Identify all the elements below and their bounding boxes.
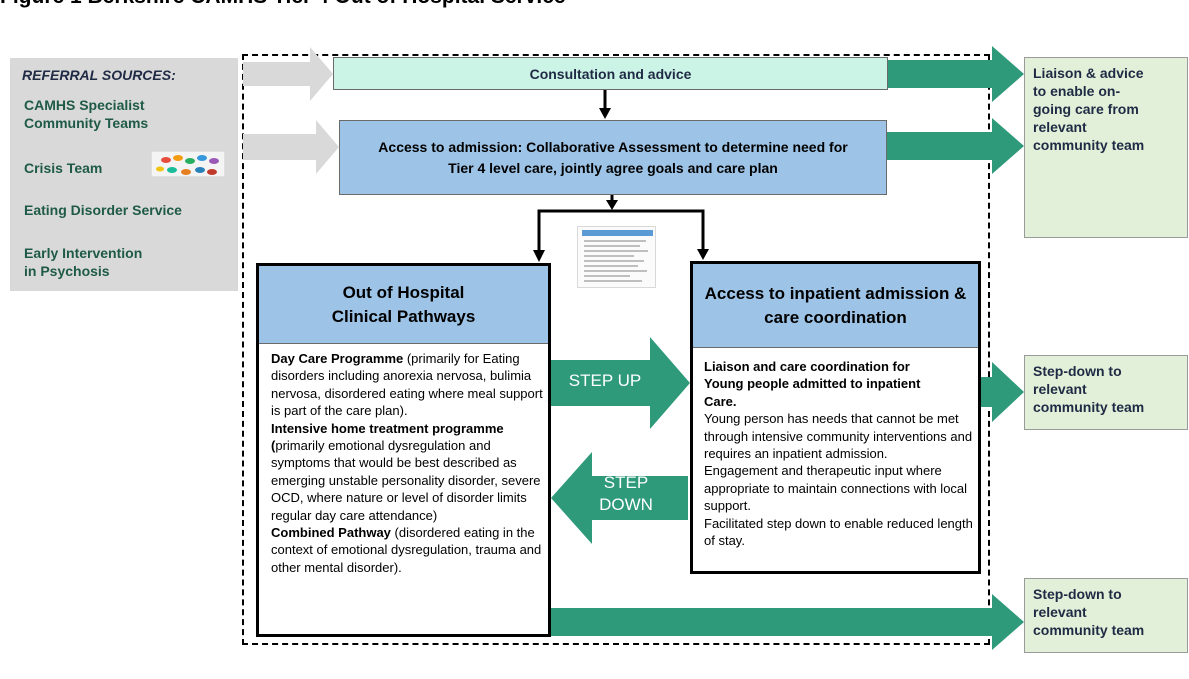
- combined-pathway-text: (disordered eating in the context of emo…: [271, 525, 542, 575]
- liaison-line3: going care from: [1033, 101, 1139, 117]
- step-up-label: STEP UP: [568, 371, 642, 390]
- stepdown-1-line3: community team: [1033, 399, 1145, 415]
- network-thumbnail-graphic: [156, 155, 219, 175]
- stepdown-box-oohp: Step-down to relevant community team: [1024, 578, 1188, 653]
- consultation-to-liaison-arrow: [888, 46, 1024, 102]
- access-assessment-box: Access to admission: Collaborative Asses…: [339, 120, 887, 195]
- inpatient-title-line2: care coordination: [764, 307, 907, 327]
- document-thumbnail-graphic: [582, 230, 653, 282]
- referral-item-camhs: CAMHS Specialist Community Teams: [24, 96, 148, 132]
- referral-arrow-to-consultation: [243, 47, 333, 101]
- stepdown-1-line1: Step-down to: [1033, 363, 1122, 379]
- day-care-programme-paragraph: Day Care Programme (primarily for Eating…: [271, 350, 545, 420]
- referral-item-early-intervention-line1: Early Intervention: [24, 245, 143, 261]
- day-care-programme-text: (primarily for Eating disorders includin…: [271, 351, 543, 419]
- intensive-home-treatment-paragraph: Intensive home treatment programme (prima…: [271, 420, 545, 524]
- liaison-line2: to enable on-: [1033, 83, 1121, 99]
- out-of-hospital-pathways-header: Out of Hospital Clinical Pathways: [259, 266, 548, 344]
- liaison-advice-box: Liaison & advice to enable on- going car…: [1024, 57, 1188, 238]
- split-arrowhead-left: [533, 250, 545, 262]
- intensive-home-treatment-paren: (: [271, 438, 276, 454]
- stepdown-2-line2: relevant: [1033, 604, 1087, 620]
- step-down-label: STEP DOWN: [586, 472, 666, 516]
- inpatient-liaison-heading-2: Young people admitted to inpatient Care.: [704, 376, 921, 409]
- referral-heading: REFERRAL SOURCES:: [22, 67, 176, 83]
- out-of-hospital-pathways-body: Day Care Programme (primarily for Eating…: [271, 350, 545, 576]
- inpatient-admission-body: Liaison and care coordination for Young …: [704, 358, 976, 549]
- inpatient-facilitated-text: Facilitated step down to enable reduced …: [704, 515, 973, 549]
- inpatient-liaison-heading-1: Liaison and care coordination for: [704, 359, 910, 374]
- intensive-home-treatment-text: primarily emotional dysregulation and sy…: [271, 438, 541, 523]
- liaison-line1: Liaison & advice: [1033, 65, 1144, 81]
- referral-item-early-intervention-line2: in Psychosis: [24, 263, 110, 279]
- split-arrowhead-right: [697, 249, 709, 260]
- stepdown-2-line3: community team: [1033, 622, 1145, 638]
- consultation-box: Consultation and advice: [333, 57, 888, 90]
- day-care-programme-heading: Day Care Programme: [271, 351, 404, 366]
- access-assessment-line2: Tier 4 level care, jointly agree goals a…: [448, 159, 778, 176]
- stepdown-box-inpatient: Step-down to relevant community team: [1024, 355, 1188, 430]
- access-center-arrowhead: [606, 200, 618, 210]
- step-down-arrow: [551, 452, 688, 544]
- combined-pathway-heading: Combined Pathway: [271, 525, 391, 541]
- access-to-liaison-arrow: [887, 118, 1024, 174]
- referral-item-eating-disorder: Eating Disorder Service: [24, 202, 182, 218]
- access-assessment-line1: Access to admission: Collaborative Asses…: [378, 138, 848, 155]
- step-up-arrow: [549, 337, 690, 429]
- referral-item-camhs-line1: CAMHS Specialist: [24, 97, 145, 113]
- referral-arrow-to-access: [243, 120, 339, 174]
- intensive-home-treatment-heading: Intensive home treatment programme: [271, 420, 504, 436]
- network-thumbnail-image: [151, 151, 225, 177]
- step-down-label-line1: STEP: [603, 473, 649, 492]
- oohp-title-line1: Out of Hospital: [342, 282, 465, 302]
- step-down-label-line2: DOWN: [599, 495, 653, 514]
- oohp-title-line2: Clinical Pathways: [331, 306, 476, 326]
- combined-pathway-paragraph: Combined Pathway (disordered eating in t…: [271, 524, 545, 576]
- document-thumbnail-image: [577, 226, 656, 288]
- tier4-service-boundary: [242, 54, 990, 645]
- stepdown-2-line1: Step-down to: [1033, 586, 1122, 602]
- liaison-line4: relevant: [1033, 119, 1087, 135]
- inpatient-admission-header: Access to inpatient admission & care coo…: [693, 264, 978, 348]
- inpatient-title-line1: Access to inpatient admission &: [704, 283, 967, 303]
- liaison-line5: community team: [1033, 137, 1145, 153]
- stepdown-1-line2: relevant: [1033, 381, 1087, 397]
- inpatient-to-stepdown-arrow: [981, 362, 1024, 422]
- referral-item-camhs-line2: Community Teams: [24, 115, 149, 131]
- referral-item-crisis: Crisis Team: [24, 160, 103, 176]
- inpatient-engagement-text: Engagement and therapeutic input where a…: [704, 463, 968, 514]
- inpatient-needs-text: Young person has needs that cannot be me…: [704, 411, 973, 462]
- consultation-to-access-connector: [599, 90, 611, 119]
- referral-item-early-intervention: Early Intervention in Psychosis: [24, 244, 142, 280]
- oohp-to-stepdown-arrow: [551, 594, 1024, 650]
- figure-title: Figure 1 Berkshire CAMHS Tier 4 Out of H…: [0, 0, 566, 9]
